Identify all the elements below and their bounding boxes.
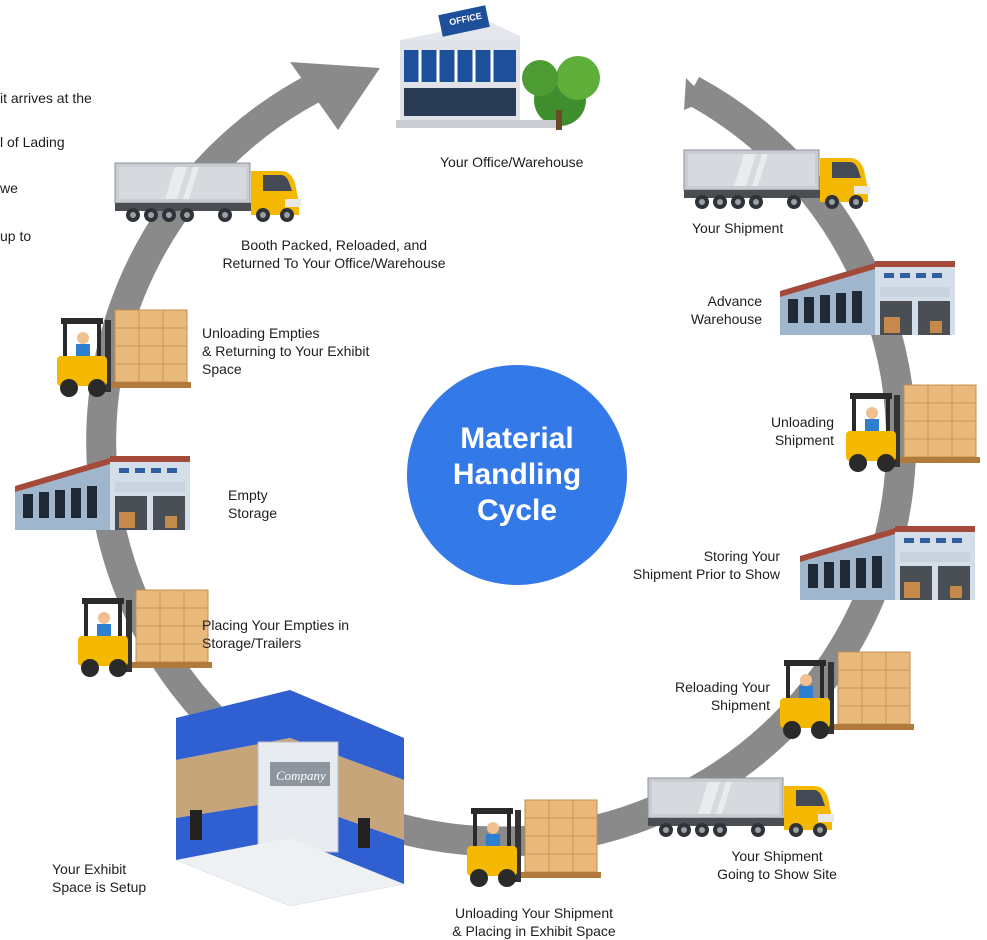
storage-forklift-illustration — [77, 589, 213, 678]
step-setup-label: Your Exhibit Space is Setup — [52, 861, 147, 895]
reloading-forklift-illustration — [779, 651, 915, 740]
empties-forklift-illustration — [56, 309, 192, 398]
cycle-arrowhead — [290, 62, 380, 130]
step-returned-label: Booth Packed, Reloaded, and Returned To … — [222, 237, 446, 271]
step-advance-label: Advance Warehouse — [690, 293, 762, 327]
show-site-truck-illustration — [647, 777, 835, 838]
placing-forklift-illustration — [466, 799, 602, 888]
center-title-circle: Material Handling Cycle — [407, 365, 627, 585]
intro-text-line-1: it arrives at the — [0, 90, 92, 106]
exhibit-booth-illustration — [176, 690, 404, 906]
intro-text-line-4: up to — [0, 228, 32, 244]
storage-warehouse-illustration — [800, 526, 975, 600]
center-title-line-2: Handling — [452, 458, 582, 491]
step-reloading-label: Reloading Your Shipment — [675, 679, 770, 713]
step-empties-label: Placing Your Empties in Storage/Trailers — [202, 617, 350, 651]
intro-text-line-3: we — [0, 180, 18, 196]
step-unloading-label: Unloading Shipment — [770, 414, 834, 448]
intro-text-line-2: l of Lading — [0, 134, 65, 150]
advance-warehouse-illustration — [780, 261, 955, 335]
shipment-truck-illustration — [683, 149, 871, 210]
office-building-illustration — [396, 5, 600, 130]
step-shipment-label: Your Shipment — [692, 220, 784, 236]
unloading-forklift-illustration — [845, 384, 981, 473]
booth-brand-text: Company — [276, 768, 326, 783]
step-unloading-empties-label: Unloading Empties & Returning to Your Ex… — [202, 325, 370, 377]
center-title-line-1: Material — [460, 422, 574, 455]
step-going-label: Your Shipment Going to Show Site — [717, 848, 837, 882]
returning-truck-illustration — [114, 162, 302, 223]
empty-storage-warehouse-illustration — [15, 456, 190, 530]
step-empty-storage-label: Empty Storage — [228, 487, 278, 521]
center-title-line-3: Cycle — [476, 494, 558, 527]
step-placing-exhibit-label: Unloading Your Shipment & Placing in Exh… — [452, 905, 616, 939]
step-office-label: Your Office/Warehouse — [440, 154, 584, 170]
step-storing-label: Storing Your Shipment Prior to Show — [632, 548, 780, 582]
